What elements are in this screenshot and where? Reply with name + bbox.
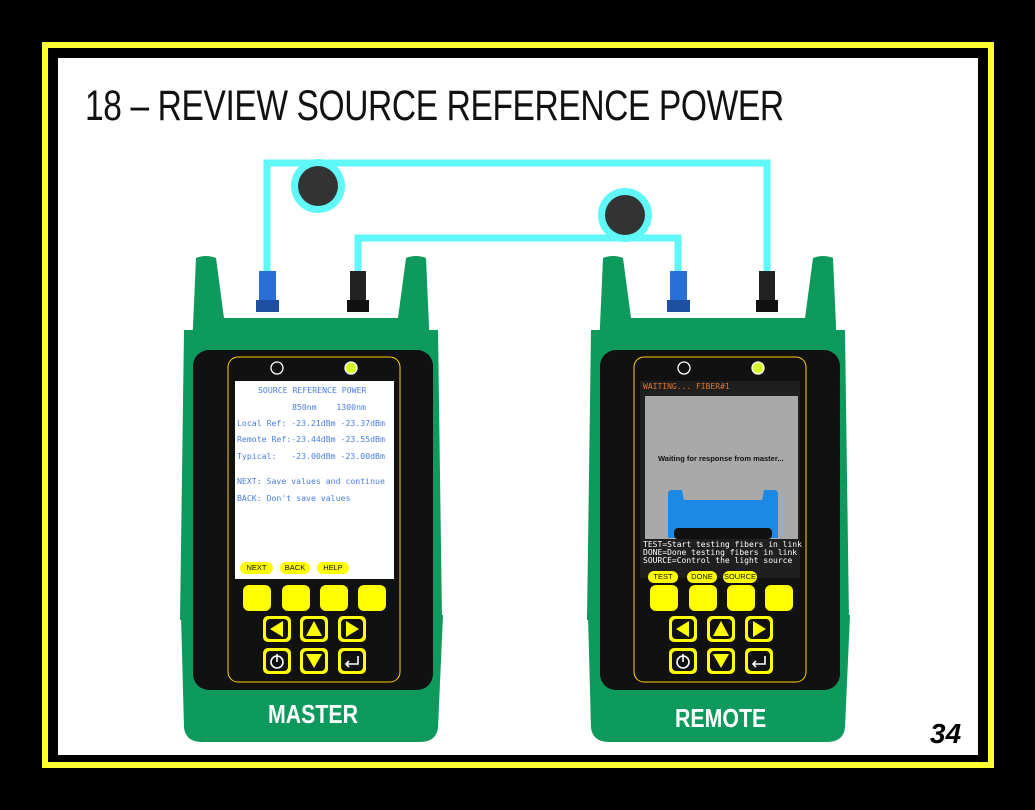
fiber-outer (263, 159, 771, 272)
right-arrow-icon (346, 621, 359, 637)
remote-source-softkey[interactable]: SOURCE (723, 571, 757, 583)
remote-label: REMOTE (675, 703, 767, 733)
led-power-icon (270, 361, 284, 375)
master-wavelengths: 850nm 1300nm (292, 402, 366, 412)
right-arrow-icon (753, 621, 766, 637)
led-power-icon (677, 361, 691, 375)
master-screen-heading: SOURCE REFERENCE POWER (258, 385, 367, 395)
remote-screen-header: WAITING... FIBER#1 (643, 382, 730, 391)
master-next-hint: NEXT: Save values and continue (237, 476, 385, 486)
remote-f2-key (689, 585, 717, 611)
power-icon (270, 654, 284, 669)
up-arrow-icon (713, 621, 729, 636)
master-label: MASTER (268, 699, 359, 729)
left-arrow-icon (676, 621, 689, 637)
fiber-inner (354, 234, 682, 272)
fiber-spool-1 (291, 159, 345, 213)
enter-icon (751, 656, 766, 668)
remote-f4-key (765, 585, 793, 611)
master-f1-key (243, 585, 271, 611)
led-active-icon (344, 361, 358, 375)
fiber-spool-2 (598, 188, 652, 242)
connector-black-icon (350, 271, 366, 301)
master-remote-ref: Remote Ref:-23.44dBm -23.55dBm (237, 434, 385, 444)
remote-waiting-message: Waiting for response from master... (658, 454, 784, 463)
fiber-cables (263, 159, 771, 272)
master-local-ref: Local Ref: -23.21dBm -23.37dBm (237, 418, 385, 428)
remote-f3-key (727, 585, 755, 611)
master-next-softkey[interactable]: NEXT (240, 562, 273, 574)
page-title: 18 – REVIEW SOURCE REFERENCE POWER (85, 82, 784, 130)
remote-waiting-area (645, 396, 798, 539)
enter-icon (344, 656, 359, 668)
connector-blue-icon (670, 271, 687, 301)
up-arrow-icon (306, 621, 322, 636)
master-back-softkey[interactable]: BACK (280, 562, 310, 574)
remote-f1-key (650, 585, 678, 611)
remote-help-test: TEST=Start testing fibers in link (643, 540, 802, 549)
led-active-icon (751, 361, 765, 375)
connector-blue-icon (259, 271, 276, 301)
master-f2-key (282, 585, 310, 611)
master-f4-key (358, 585, 386, 611)
master-help-softkey[interactable]: HELP (317, 562, 349, 574)
master-f3-key (320, 585, 348, 611)
remote-test-softkey[interactable]: TEST (648, 571, 678, 583)
master-screen (235, 381, 394, 579)
down-arrow-icon (713, 654, 729, 668)
remote-help-source: SOURCE=Control the light source (643, 556, 793, 565)
master-typical: Typical: -23.00dBm -23.00dBm (237, 451, 385, 461)
page-number: 34 (930, 718, 962, 749)
down-arrow-icon (306, 654, 322, 668)
connector-black-icon (759, 271, 775, 301)
power-icon (676, 654, 690, 669)
remote-done-softkey[interactable]: DONE (687, 571, 717, 583)
master-back-hint: BACK: Don't save values (237, 493, 351, 503)
left-arrow-icon (270, 621, 283, 637)
remote-help-done: DONE=Done testing fibers in link (643, 548, 798, 557)
